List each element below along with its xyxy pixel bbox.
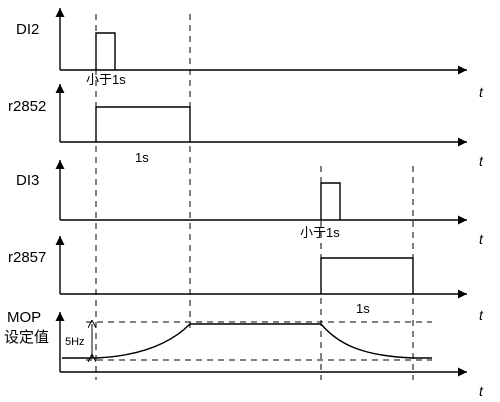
row-di2: DI2 小于1s t bbox=[16, 8, 484, 100]
r2857-label: r2857 bbox=[8, 249, 46, 266]
di3-time-label: t bbox=[479, 231, 484, 247]
di2-pulse bbox=[95, 32, 116, 70]
r2857-time-label: t bbox=[479, 307, 484, 323]
di3-pulse bbox=[320, 182, 341, 220]
r2857-pulse bbox=[320, 257, 414, 294]
r2852-label: r2852 bbox=[8, 98, 46, 115]
r2852-pulse bbox=[95, 106, 191, 142]
di2-time-label: t bbox=[479, 84, 484, 100]
r2857-duration-note: 1s bbox=[356, 301, 370, 316]
mop-label-line2: 设定值 bbox=[4, 329, 49, 346]
row-di3: DI3 小于1s t bbox=[16, 160, 484, 247]
mop-step-note: 5Hz bbox=[65, 336, 85, 348]
di2-label: DI2 bbox=[16, 21, 39, 38]
di3-label: DI3 bbox=[16, 172, 39, 189]
mop-setpoint-curve bbox=[62, 323, 432, 359]
r2852-duration-note: 1s bbox=[135, 150, 149, 165]
row-r2852: r2852 1s t bbox=[8, 84, 484, 169]
di2-pulse-note: 小于1s bbox=[86, 72, 126, 87]
guide-lines bbox=[95, 14, 414, 380]
di3-pulse-note: 小于1s bbox=[300, 225, 340, 240]
mop-time-label: t bbox=[479, 383, 484, 399]
row-mop-setpoint: MOP 设定值 5Hz t bbox=[4, 309, 484, 399]
row-r2857: r2857 1s t bbox=[8, 236, 484, 323]
mop-label-line1: MOP bbox=[7, 309, 41, 326]
r2852-time-label: t bbox=[479, 153, 484, 169]
